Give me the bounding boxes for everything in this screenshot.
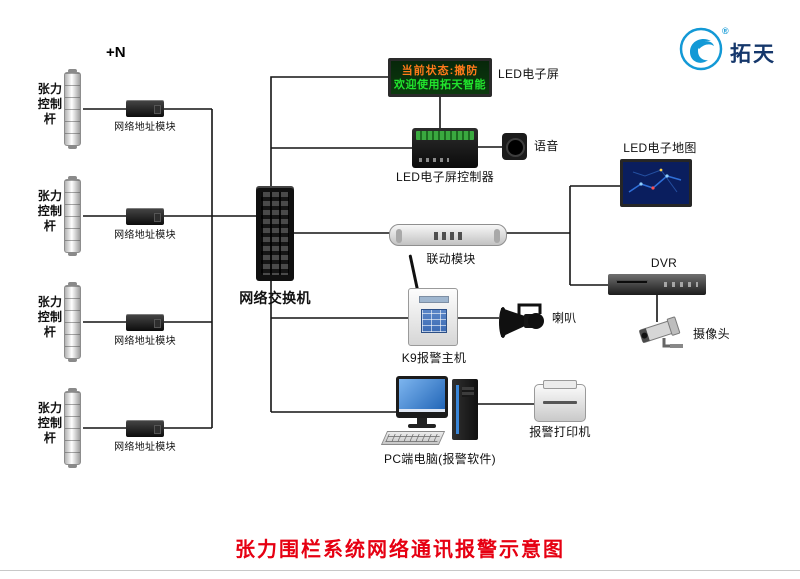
tower-stripe [456, 385, 459, 434]
pc-monitor-screen [399, 379, 445, 412]
network-switch-label: 网络交换机 [239, 290, 311, 306]
network-switch-device [256, 186, 294, 281]
address-module-1 [126, 100, 164, 117]
dvr-disc-slot [616, 280, 648, 284]
tension-pole-1 [64, 69, 81, 149]
led-controller-device [412, 128, 478, 168]
voice-speaker-device [502, 133, 527, 160]
pc-tower [452, 379, 478, 440]
tension-pole-label-3: 张力控制杆 [37, 295, 63, 339]
dvr-buttons [664, 282, 698, 287]
led-screen-welcome-line: 欢迎使用拓天智能 [394, 79, 486, 91]
brand-name: 拓天 [730, 43, 776, 66]
k9-alarm-host-device [408, 288, 458, 346]
horn-speaker-icon [499, 303, 544, 338]
map-graphic [628, 168, 682, 193]
tension-pole-label-1: 张力控制杆 [37, 82, 63, 126]
wire-group [83, 76, 658, 429]
brand-logo: ® 拓天 [678, 26, 796, 74]
monitor-stand [417, 418, 427, 425]
led-screen-label: LED电子屏 [498, 67, 560, 81]
controller-indicators [419, 158, 449, 162]
brand-logo-icon [679, 27, 723, 71]
led-map-device [620, 159, 692, 207]
address-module-label-4: 网络地址模块 [114, 442, 176, 453]
printer-slot [543, 401, 577, 404]
address-module-label-3: 网络地址模块 [114, 336, 176, 347]
monitor-base [408, 424, 436, 428]
tension-pole-label-2: 张力控制杆 [37, 189, 63, 233]
address-module-label-1: 网络地址模块 [114, 122, 176, 133]
diagram-title: 张力围栏系统网络通讯报警示意图 [235, 539, 565, 561]
tension-pole-3 [64, 282, 81, 362]
address-module-4 [126, 420, 164, 437]
dvr-label: DVR [650, 256, 678, 270]
pc-keyboard [380, 431, 446, 445]
dvr-device [608, 274, 706, 295]
terminal-strip [416, 131, 474, 140]
pc-label: PC端电脑(报警软件) [384, 452, 496, 466]
led-screen-status-line: 当前状态:撤防 [401, 65, 479, 77]
tension-pole-4 [64, 388, 81, 468]
camera-label: 摄像头 [693, 327, 730, 341]
alarm-printer-label: 报警打印机 [529, 425, 591, 439]
k9-keypad [421, 309, 447, 333]
plus-n-annotation: +N [106, 44, 126, 61]
printer-tray [543, 380, 577, 389]
linkage-slots [434, 232, 464, 240]
horn-label: 喇叭 [552, 311, 577, 325]
led-controller-label: LED电子屏控制器 [395, 170, 495, 184]
switch-ports [261, 192, 289, 275]
address-module-3 [126, 314, 164, 331]
alarm-printer-device [534, 380, 586, 422]
tension-pole-label-4: 张力控制杆 [37, 401, 63, 445]
k9-alarm-host-label: K9报警主机 [401, 351, 467, 365]
linkage-module-label: 联动模块 [426, 252, 476, 266]
address-module-2 [126, 208, 164, 225]
led-map-label: LED电子地图 [623, 141, 697, 155]
cctv-camera-icon [639, 316, 683, 348]
tension-pole-2 [64, 176, 81, 256]
registered-mark: ® [722, 26, 729, 36]
address-module-label-2: 网络地址模块 [114, 230, 176, 241]
tower-drives [462, 387, 474, 397]
led-screen-device: 当前状态:撤防 欢迎使用拓天智能 [388, 58, 492, 97]
voice-label: 语音 [534, 139, 559, 153]
k9-display [419, 296, 449, 303]
pc-monitor [396, 376, 448, 418]
bottom-divider [0, 570, 800, 571]
linkage-module-device [389, 224, 507, 246]
